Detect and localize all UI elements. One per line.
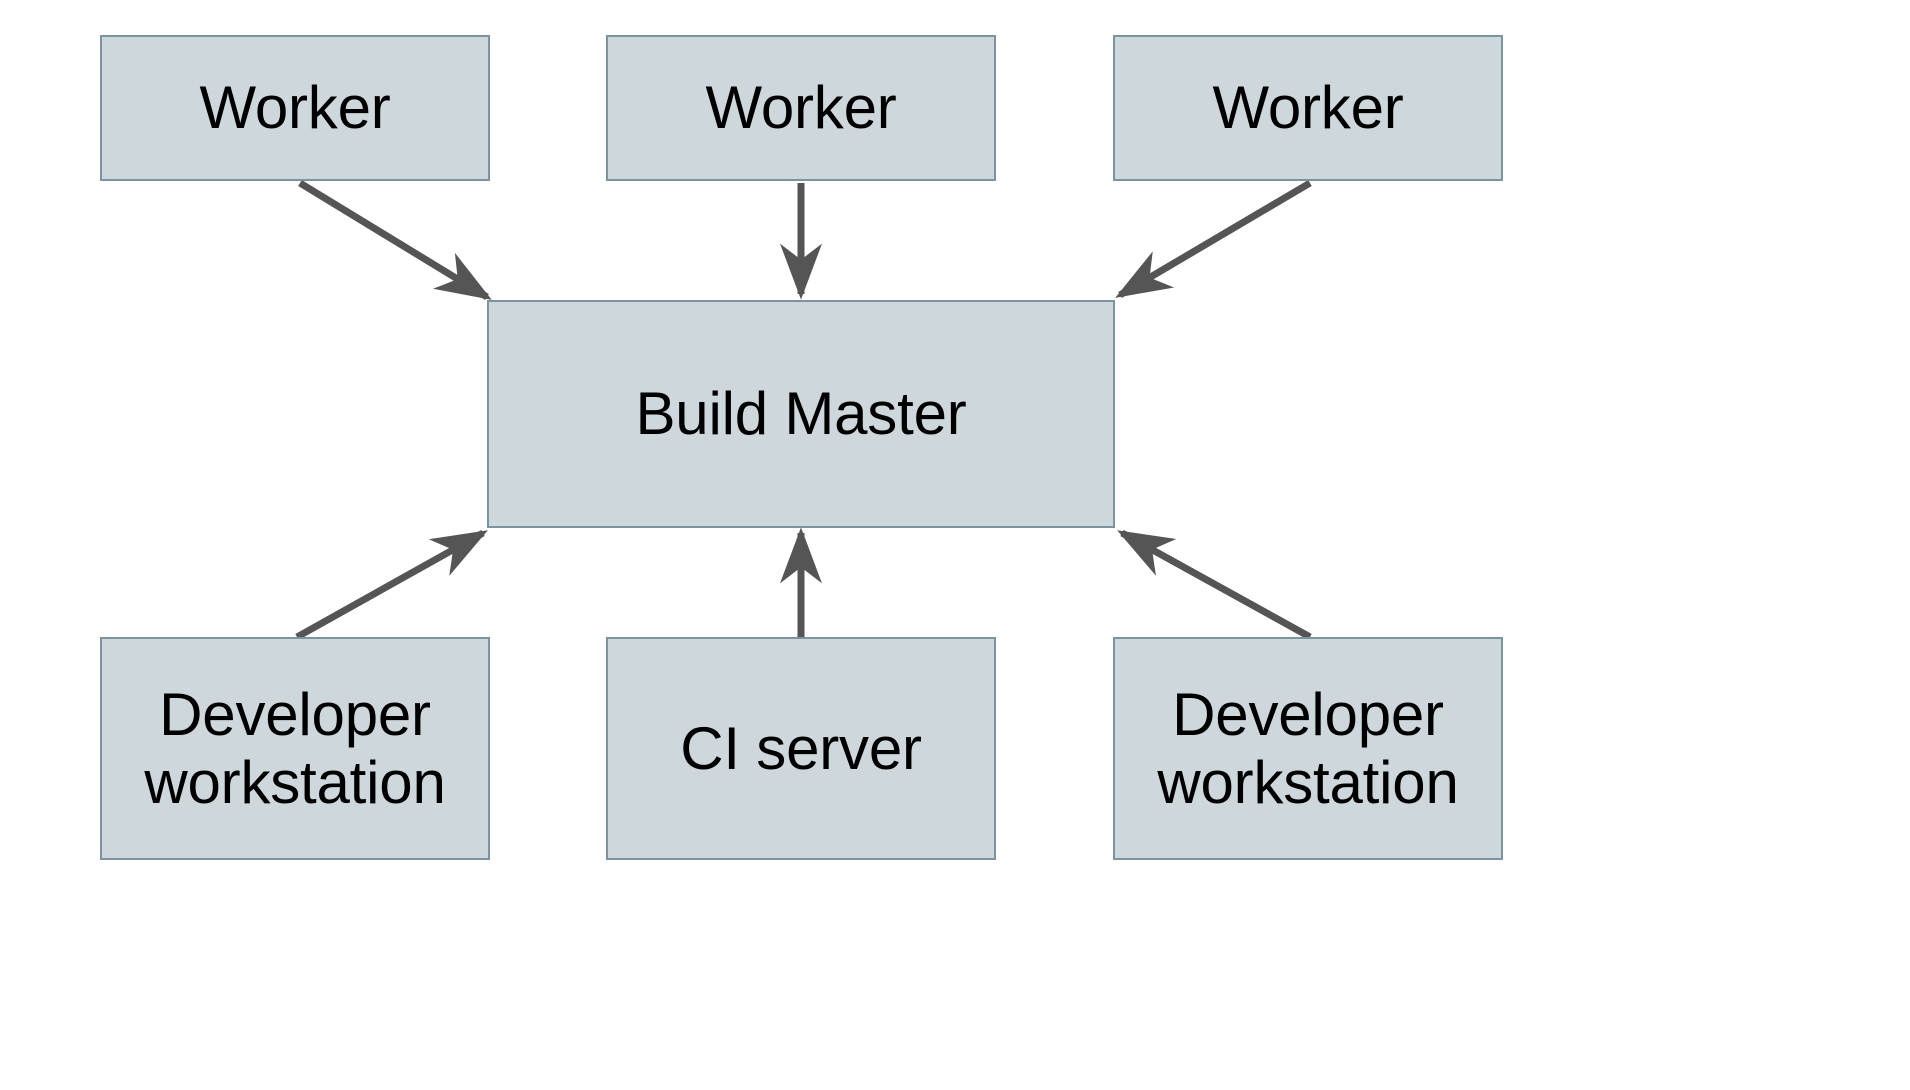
node-label: Worker bbox=[1212, 74, 1404, 142]
node-worker-1[interactable]: Worker bbox=[100, 35, 490, 181]
node-ci-server[interactable]: CI server bbox=[606, 637, 996, 860]
edge-worker1-to-master bbox=[298, 180, 492, 300]
node-label: Worker bbox=[705, 74, 897, 142]
node-worker-2[interactable]: Worker bbox=[606, 35, 996, 181]
node-worker-3[interactable]: Worker bbox=[1113, 35, 1503, 181]
edge-worker3-to-master bbox=[1115, 179, 1312, 299]
node-label: Developer workstation bbox=[1157, 681, 1459, 816]
node-developer-workstation-2[interactable]: Developer workstation bbox=[1113, 637, 1503, 860]
node-label: Developer workstation bbox=[144, 681, 446, 816]
edge-developer2-to-master bbox=[1117, 529, 1312, 641]
node-label: Build Master bbox=[635, 380, 967, 448]
node-label: CI server bbox=[680, 714, 922, 782]
node-label: Worker bbox=[199, 74, 391, 142]
node-developer-workstation-1[interactable]: Developer workstation bbox=[100, 637, 490, 860]
edge-developer1-to-master bbox=[295, 529, 488, 641]
node-build-master[interactable]: Build Master bbox=[487, 300, 1115, 528]
